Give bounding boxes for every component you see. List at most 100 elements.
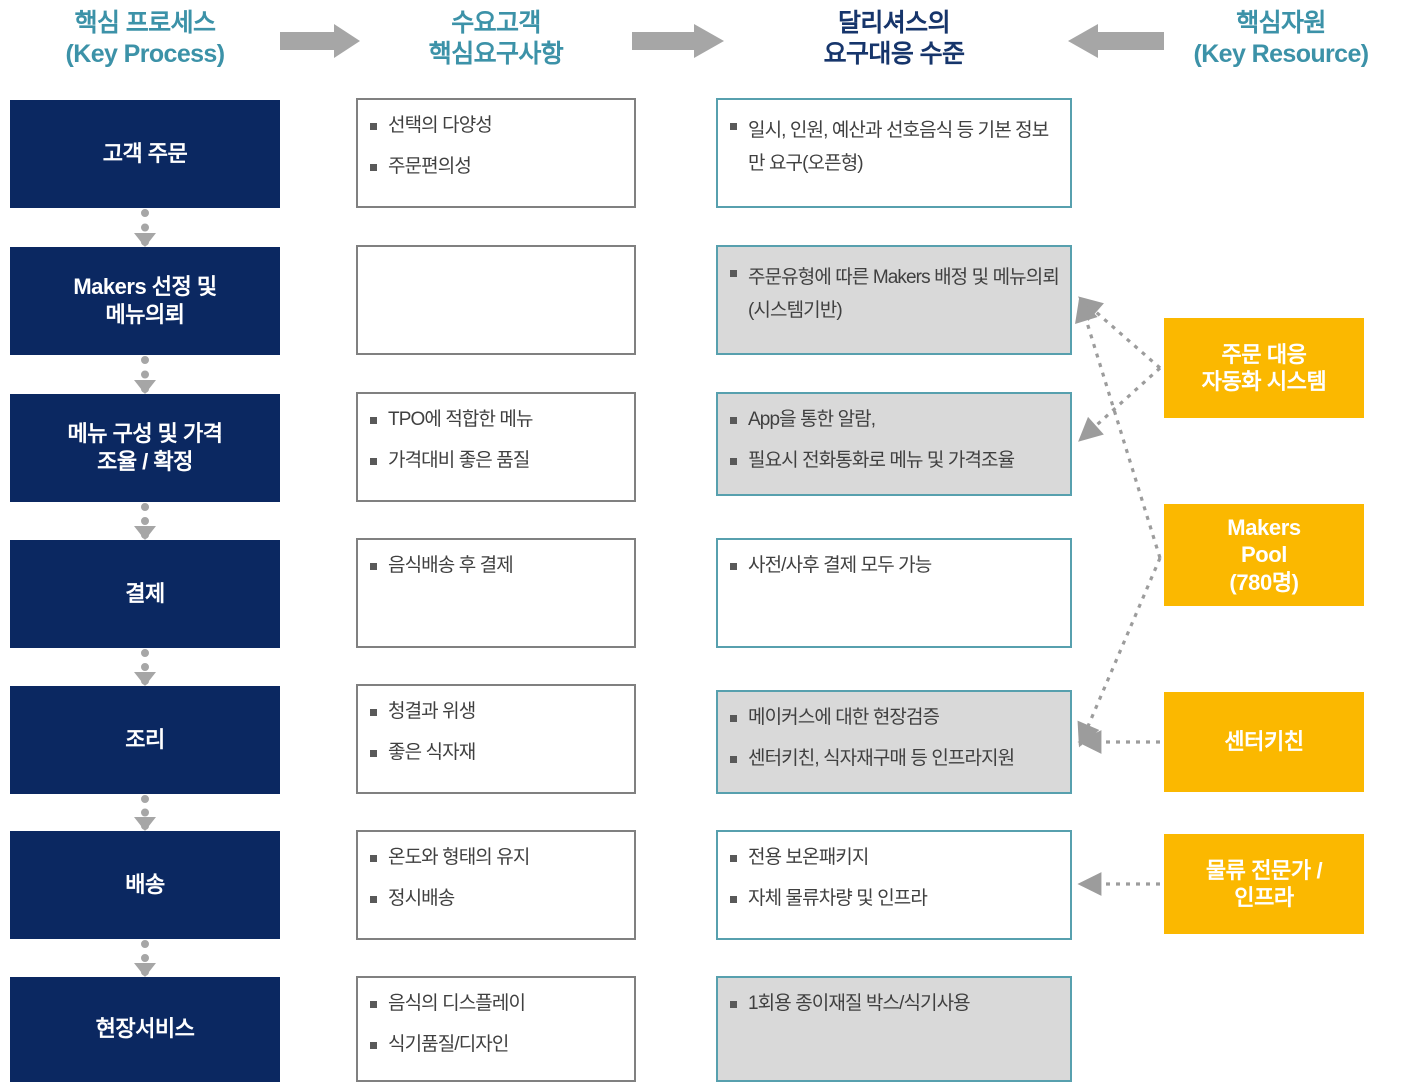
- list-item: 사전/사후 결제 모두 가능: [730, 554, 1062, 579]
- list-item: 1회용 종이재질 박스/식기사용: [730, 992, 1062, 1017]
- process-label-line2: 메뉴의뢰: [105, 302, 185, 327]
- connector-arrow-head: [134, 672, 156, 686]
- response-box-delivery[interactable]: 전용 보온패키지 자체 물류차량 및 인프라: [716, 830, 1072, 940]
- list-item: 전용 보온패키지: [730, 846, 1062, 871]
- connector-menu-to-payment: [134, 503, 156, 540]
- header-demand-customer-line1: 수요고객: [451, 9, 541, 37]
- resource-label-line2: 자동화 시스템: [1201, 369, 1327, 394]
- connector-dots: [141, 649, 149, 685]
- header-response-level-line1: 달리셔스의: [837, 9, 951, 37]
- resource-label: 물류 전문가 / 인프라: [1205, 857, 1323, 912]
- resource-label-line3: (780명): [1229, 569, 1299, 595]
- process-label-line1: Makers 선정 및: [73, 273, 217, 299]
- connector-pool-to-cooking-response: [1077, 557, 1162, 748]
- connector-arrow-head: [134, 526, 156, 540]
- arrow-head: [694, 24, 724, 58]
- list-item: 가격대비 좋은 품질: [370, 449, 626, 474]
- list-item: 청결과 위생: [370, 700, 626, 725]
- arrow-right-icon-process-to-demand: [280, 24, 360, 58]
- list-item: 음식배송 후 결제: [370, 554, 626, 579]
- arrow-right-icon-demand-to-response: [632, 24, 724, 58]
- response-list: 주문유형에 따른 Makers 배정 및 메뉴의뢰 (시스템기반): [730, 261, 1062, 328]
- requirement-box-makers-select[interactable]: [356, 245, 636, 355]
- response-list: 전용 보온패키지 자체 물류차량 및 인프라: [730, 846, 1062, 911]
- resource-label-line1: 주문 대응: [1221, 341, 1307, 367]
- response-box-makers-select[interactable]: 주문유형에 따른 Makers 배정 및 메뉴의뢰 (시스템기반): [716, 245, 1072, 355]
- requirement-box-order[interactable]: 선택의 다양성 주문편의성: [356, 98, 636, 208]
- list-item: 음식의 디스플레이: [370, 992, 626, 1017]
- process-box-cooking[interactable]: 조리: [10, 686, 280, 794]
- header-key-process-line2: (Key Process): [65, 39, 226, 68]
- list-item: 정시배송: [370, 887, 626, 912]
- resource-box-automation-system[interactable]: 주문 대응 자동화 시스템: [1164, 318, 1364, 418]
- process-label-line1: 메뉴 구성 및 가격: [67, 420, 223, 446]
- list-item: TPO에 적합한 메뉴: [370, 408, 626, 433]
- connector-arrow-head: [134, 817, 156, 831]
- resource-box-makers-pool[interactable]: Makers Pool (780명): [1164, 504, 1364, 606]
- process-label: 배송: [125, 871, 165, 897]
- header-key-resource-line1: 핵심자원: [1236, 9, 1326, 37]
- connector-arrow-head: [134, 380, 156, 394]
- process-box-makers-select[interactable]: Makers 선정 및 메뉴의뢰: [10, 247, 280, 355]
- arrow-head: [1068, 24, 1098, 58]
- connector-arrow-head: [134, 963, 156, 977]
- list-item: App을 통한 알람,: [730, 408, 1062, 433]
- response-box-onsite-service[interactable]: 1회용 종이재질 박스/식기사용: [716, 976, 1072, 1082]
- header-key-process: 핵심 프로세스 (Key Process): [10, 8, 280, 69]
- resource-label-line1: Makers: [1227, 514, 1301, 540]
- list-item: 필요시 전화통화로 메뉴 및 가격조율: [730, 449, 1062, 474]
- connector-delivery-to-onsite: [134, 940, 156, 977]
- connector-dots: [141, 940, 149, 976]
- connector-cooking-to-delivery: [134, 795, 156, 831]
- response-list: 사전/사후 결제 모두 가능: [730, 554, 1062, 579]
- process-label-line2: 조율 / 확정: [97, 449, 193, 474]
- requirement-box-menu-price[interactable]: TPO에 적합한 메뉴 가격대비 좋은 품질: [356, 392, 636, 502]
- header-demand-customer-line2: 핵심요구사항: [428, 39, 564, 68]
- header-response-level: 달리셔스의 요구대응 수준: [716, 8, 1072, 69]
- response-box-order[interactable]: 일시, 인원, 예산과 선호음식 등 기본 정보만 요구(오픈형): [716, 98, 1072, 208]
- list-item: 온도와 형태의 유지: [370, 846, 626, 871]
- requirement-box-cooking[interactable]: 청결과 위생 좋은 식자재: [356, 684, 636, 794]
- connector-makers-to-menu: [134, 356, 156, 394]
- process-box-order[interactable]: 고객 주문: [10, 100, 280, 208]
- connector-order-to-makers: [134, 209, 156, 247]
- response-box-payment[interactable]: 사전/사후 결제 모두 가능: [716, 538, 1072, 648]
- response-list: 일시, 인원, 예산과 선호음식 등 기본 정보만 요구(오픈형): [730, 114, 1062, 181]
- process-label: Makers 선정 및 메뉴의뢰: [73, 273, 217, 329]
- connector-dots: [141, 795, 149, 830]
- process-box-onsite-service[interactable]: 현장서비스: [10, 977, 280, 1082]
- resource-box-logistics-expert[interactable]: 물류 전문가 / 인프라: [1164, 834, 1364, 934]
- connector-automation-to-menu-response: [1078, 366, 1162, 442]
- response-box-cooking[interactable]: 메이커스에 대한 현장검증 센터키친, 식자재구매 등 인프라지원: [716, 690, 1072, 794]
- process-box-menu-price[interactable]: 메뉴 구성 및 가격 조율 / 확정: [10, 394, 280, 502]
- requirement-list: 온도와 형태의 유지 정시배송: [370, 846, 626, 911]
- requirement-box-delivery[interactable]: 온도와 형태의 유지 정시배송: [356, 830, 636, 940]
- requirement-list: 음식배송 후 결제: [370, 554, 626, 579]
- connector-payment-to-cooking: [134, 649, 156, 686]
- response-box-menu-price[interactable]: App을 통한 알람, 필요시 전화통화로 메뉴 및 가격조율: [716, 392, 1072, 496]
- process-box-delivery[interactable]: 배송: [10, 831, 280, 939]
- list-item: 선택의 다양성: [370, 114, 626, 139]
- resource-label-line2: 인프라: [1234, 885, 1294, 910]
- header-demand-customer: 수요고객 핵심요구사항: [356, 8, 636, 69]
- list-item: 센터키친, 식자재구매 등 인프라지원: [730, 747, 1062, 772]
- requirement-box-onsite-service[interactable]: 음식의 디스플레이 식기품질/디자인: [356, 976, 636, 1082]
- requirement-box-payment[interactable]: 음식배송 후 결제: [356, 538, 636, 648]
- process-box-payment[interactable]: 결제: [10, 540, 280, 648]
- arrow-head: [334, 24, 360, 58]
- resource-label: Makers Pool (780명): [1227, 514, 1301, 597]
- process-label: 결제: [125, 580, 165, 606]
- resource-box-center-kitchen[interactable]: 센터키친: [1164, 692, 1364, 792]
- resource-label: 주문 대응 자동화 시스템: [1202, 341, 1327, 396]
- arrow-shaft: [280, 32, 336, 50]
- process-label: 메뉴 구성 및 가격 조율 / 확정: [67, 420, 223, 476]
- resource-label-line1: 물류 전문가 /: [1205, 857, 1323, 883]
- header-response-level-line2: 요구대응 수준: [823, 39, 965, 68]
- list-item: 일시, 인원, 예산과 선호음식 등 기본 정보만 요구(오픈형): [730, 114, 1062, 181]
- arrow-shaft: [632, 32, 696, 50]
- resource-label-line2: Pool: [1240, 542, 1288, 568]
- list-item: 좋은 식자재: [370, 741, 626, 766]
- connector-pool-to-makers-response: [1075, 297, 1162, 559]
- list-item: 식기품질/디자인: [370, 1033, 626, 1058]
